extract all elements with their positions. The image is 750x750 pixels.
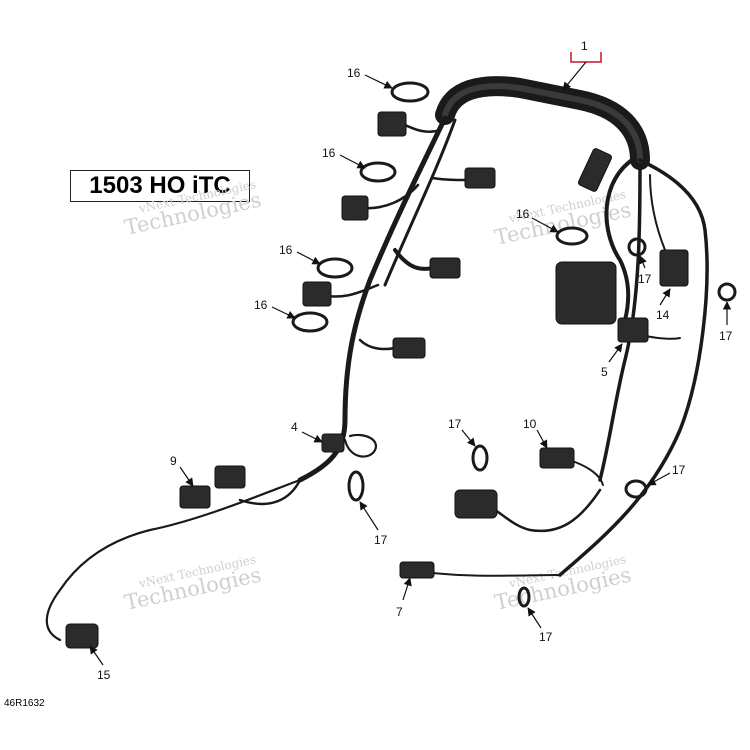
clip-16 bbox=[390, 81, 430, 103]
callout-15: 15 bbox=[97, 668, 111, 682]
connector-plug bbox=[392, 337, 426, 359]
harness-connectors bbox=[65, 111, 689, 649]
bracket bbox=[577, 148, 613, 192]
connector-plug bbox=[464, 167, 496, 189]
connector-7 bbox=[399, 561, 435, 579]
callout-numbers: 1 16 16 16 16 16 17 14 17 5 4 9 17 17 10… bbox=[97, 39, 733, 682]
connector-10 bbox=[539, 447, 575, 469]
connector-block bbox=[341, 195, 369, 221]
harness-clips bbox=[291, 81, 737, 608]
main-harness-trunk bbox=[45, 76, 709, 642]
connector-5 bbox=[617, 317, 649, 343]
connector-15 bbox=[65, 623, 99, 649]
callout-16: 16 bbox=[516, 207, 530, 221]
callout-17: 17 bbox=[539, 630, 553, 644]
connector-plug bbox=[429, 257, 461, 279]
clip-17 bbox=[517, 586, 531, 608]
callout-17: 17 bbox=[374, 533, 388, 547]
connector-4 bbox=[321, 433, 345, 453]
clip-17 bbox=[471, 444, 489, 472]
connector-14 bbox=[659, 249, 689, 287]
connector-block bbox=[302, 281, 332, 307]
callout-5: 5 bbox=[601, 365, 608, 379]
callout-16: 16 bbox=[254, 298, 268, 312]
callout-16: 16 bbox=[279, 243, 293, 257]
callout-17: 17 bbox=[448, 417, 462, 431]
callout-16: 16 bbox=[322, 146, 336, 160]
callout-1-leader bbox=[562, 61, 587, 91]
callout-17: 17 bbox=[638, 272, 652, 286]
clip-17 bbox=[717, 282, 737, 302]
diagram-reference: 46R1632 bbox=[4, 698, 45, 709]
connector-block bbox=[377, 111, 407, 137]
clip-17 bbox=[627, 237, 647, 257]
connector-large bbox=[454, 489, 498, 519]
callout-17: 17 bbox=[672, 463, 686, 477]
callout-1-bracket bbox=[570, 52, 602, 63]
callout-14: 14 bbox=[656, 308, 670, 322]
connector-9 bbox=[179, 485, 211, 509]
callout-9: 9 bbox=[170, 454, 177, 468]
clip-17 bbox=[347, 470, 365, 502]
model-label-box: 1503 HO iTC bbox=[70, 170, 250, 202]
callout-10: 10 bbox=[523, 417, 537, 431]
clip-16 bbox=[359, 161, 397, 183]
ecm-module bbox=[555, 261, 617, 325]
model-label: 1503 HO iTC bbox=[89, 172, 231, 199]
clip-17 bbox=[624, 479, 648, 499]
clip-16 bbox=[555, 226, 589, 246]
callout-16: 16 bbox=[347, 66, 361, 80]
connector-9b bbox=[214, 465, 246, 489]
callout-1: 1 bbox=[581, 39, 588, 53]
callout-17: 17 bbox=[719, 329, 733, 343]
clip-16 bbox=[316, 257, 354, 279]
clip-16 bbox=[291, 311, 329, 333]
callout-7: 7 bbox=[396, 605, 403, 619]
callout-leaders bbox=[89, 74, 732, 666]
callout-4: 4 bbox=[291, 420, 298, 434]
